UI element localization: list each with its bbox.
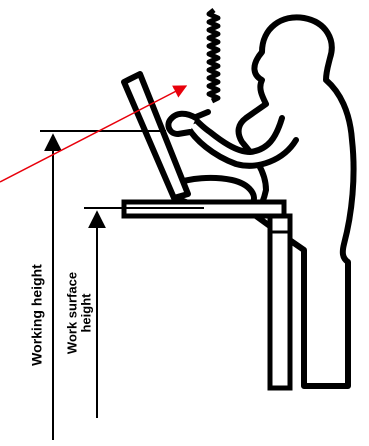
working-height-label: Working height	[29, 264, 44, 366]
desk	[124, 202, 290, 388]
work-surface-height-label-line2: height	[79, 294, 94, 333]
work-surface-height-label-line1: Work surface	[65, 272, 80, 354]
work-surface-height-label: Work surface height	[66, 272, 95, 354]
coiled-cable-illustration	[209, 10, 218, 101]
